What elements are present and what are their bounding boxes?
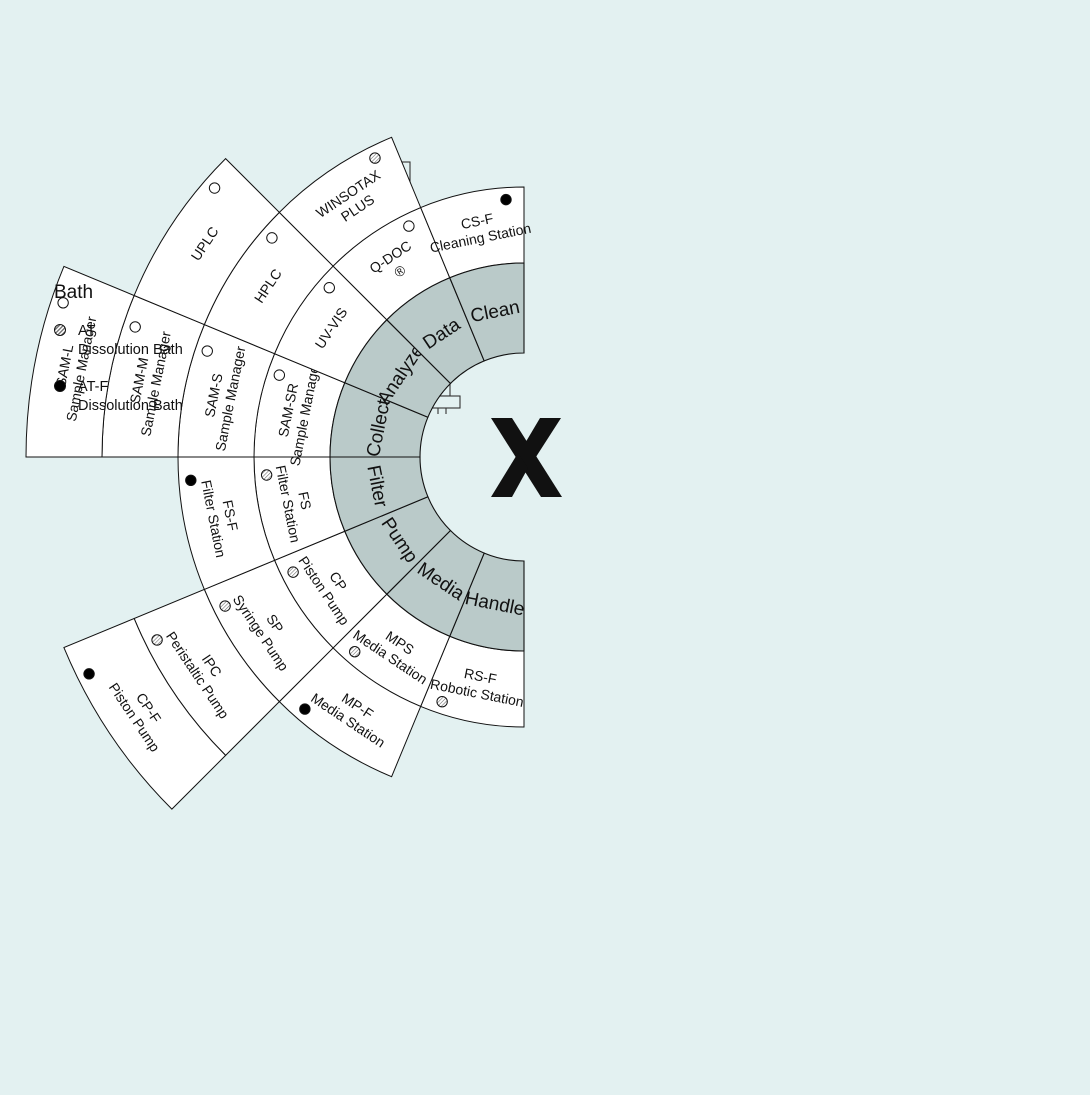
marker-filled-fs-f xyxy=(185,474,197,486)
marker-filled-cp-f xyxy=(83,668,95,680)
legend-item: AT-F Dissolution Bath xyxy=(54,378,183,416)
marker-open-sam-m xyxy=(129,321,141,333)
module-label-sam-sr: SAM-SRSample Manager xyxy=(270,356,323,467)
marker-hatched-rs-f xyxy=(436,695,448,708)
module-segment-sam-l[interactable] xyxy=(25,265,135,458)
module-segment-uplc[interactable] xyxy=(133,157,281,326)
category-segment-clean[interactable] xyxy=(449,262,525,362)
marker-hatched-sp xyxy=(219,600,231,612)
legend-name: Dissolution Bath xyxy=(78,342,183,358)
legend-item: AT Dissolution Bath xyxy=(54,322,183,360)
x-logo xyxy=(491,418,562,497)
marker-open-uplc xyxy=(208,182,221,194)
module-segment-winsotax[interactable] xyxy=(278,136,422,267)
marker-hatched-cp xyxy=(287,566,299,578)
marker-open-q-doc xyxy=(403,220,415,232)
marker-open-sam-s xyxy=(201,345,213,357)
marker-hatched-ipc xyxy=(151,634,163,646)
module-segment-cp-f[interactable] xyxy=(63,617,227,810)
marker-open-sam-l xyxy=(57,297,69,309)
marker-filled-cs-f xyxy=(500,193,512,206)
legend-code: AT-F xyxy=(78,379,109,395)
marker-open-hplc xyxy=(266,232,278,244)
legend-code: AT xyxy=(78,323,96,339)
legend-name: Dissolution Bath xyxy=(78,398,183,414)
marker-hatched-fs xyxy=(260,469,273,481)
marker-open-sam-sr xyxy=(273,369,286,381)
marker-hatched-winsotax xyxy=(369,152,381,164)
hatched-dot-icon xyxy=(54,324,66,336)
legend-title: Bath xyxy=(54,282,94,303)
filled-dot-icon xyxy=(54,380,66,392)
marker-filled-mp-f xyxy=(299,703,311,715)
marker-open-uv-vis xyxy=(323,282,335,294)
marker-hatched-mps xyxy=(349,646,361,658)
